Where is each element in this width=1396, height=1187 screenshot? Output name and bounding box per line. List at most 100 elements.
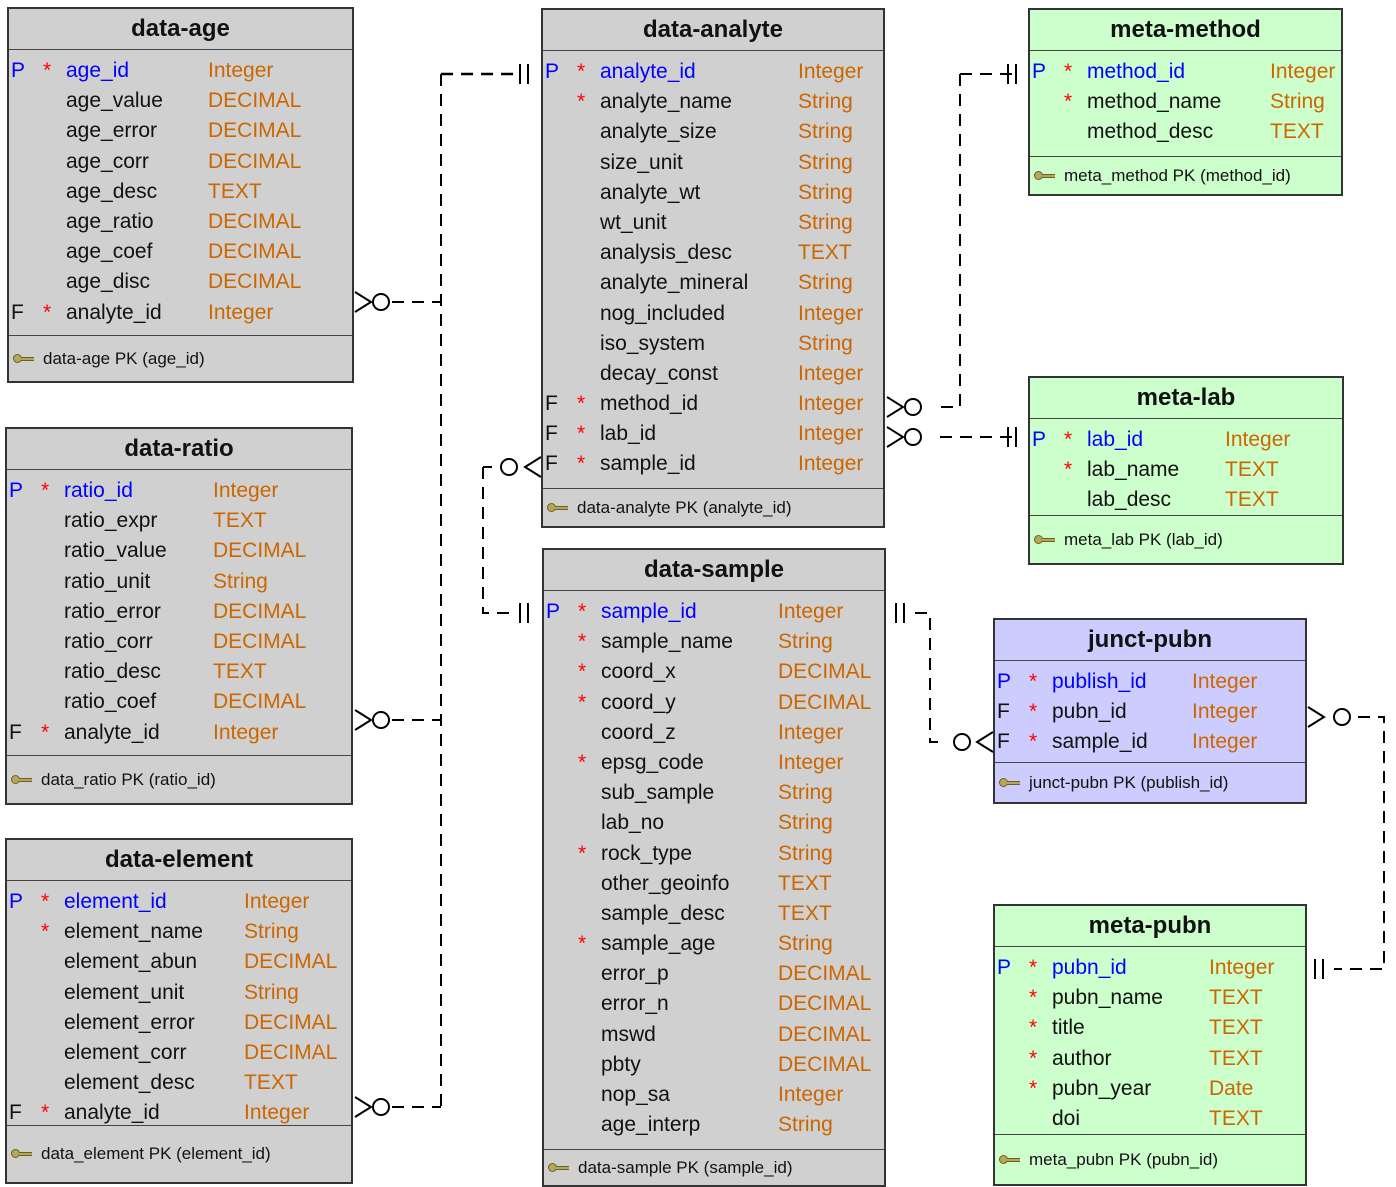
attribute-type: TEXT — [798, 241, 852, 265]
required-marker: * — [41, 890, 50, 913]
required-marker: * — [41, 1101, 50, 1125]
attribute-name: publish_id — [1052, 670, 1147, 693]
key-icon — [1034, 534, 1056, 546]
attribute-name: age_error — [66, 119, 158, 143]
attribute-type: DECIMAL — [208, 149, 302, 173]
attribute-name: sub_sample — [601, 781, 715, 805]
attribute-type: DECIMAL — [213, 599, 307, 623]
attribute-row-ratio-error[interactable]: ratio_error DECIMAL — [7, 597, 351, 627]
primary-key-footer: meta_method PK (method_id) — [1030, 156, 1341, 194]
attribute-type: Integer — [778, 720, 844, 744]
attribute-type: String — [798, 271, 853, 295]
required-marker: * — [1029, 700, 1038, 724]
attribute-type: String — [798, 150, 853, 174]
attribute-name: ratio_coef — [64, 690, 157, 714]
one-only-marker-sample-b — [895, 603, 905, 623]
attribute-name: ratio_error — [64, 599, 161, 623]
